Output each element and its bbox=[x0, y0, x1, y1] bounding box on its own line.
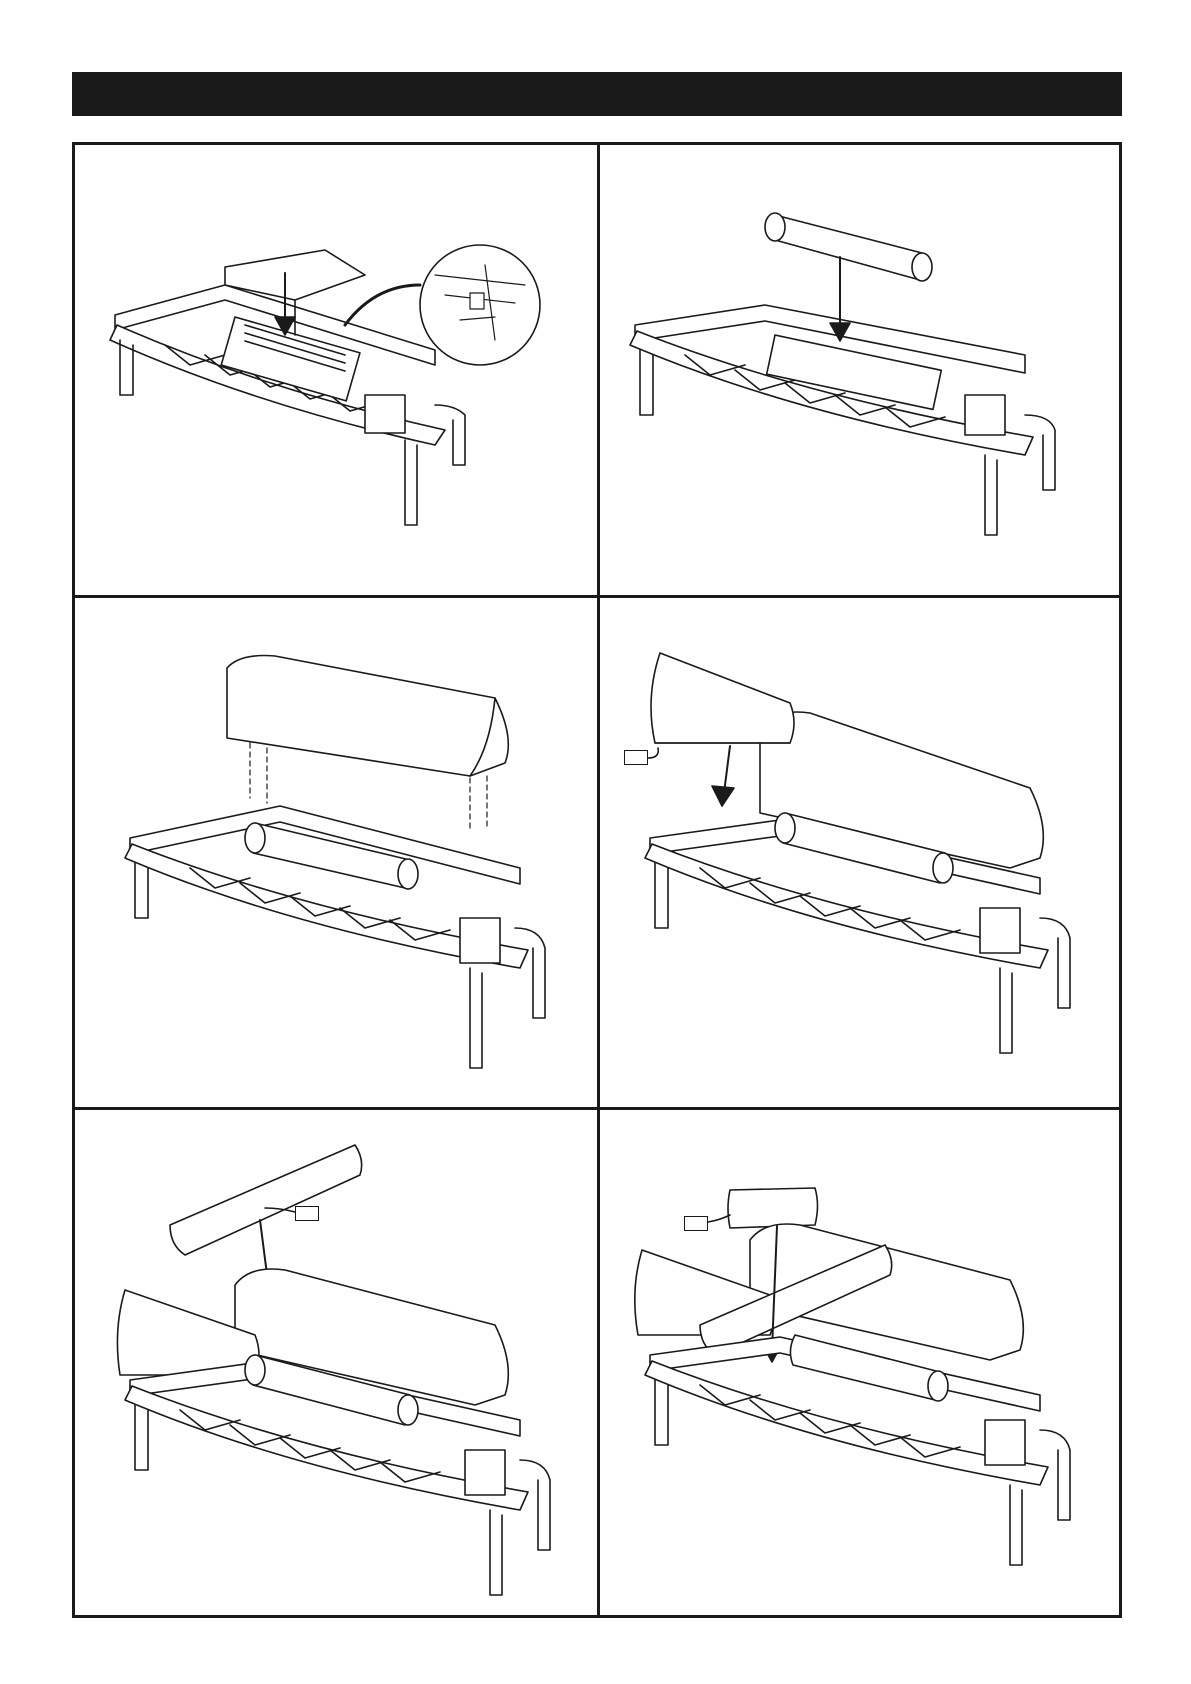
step-6-illustration bbox=[600, 1110, 1119, 1615]
insert-arrow bbox=[724, 746, 730, 793]
step-panel-6 bbox=[600, 1110, 1119, 1615]
side-panel-piece bbox=[651, 653, 794, 743]
small-log-piece bbox=[728, 1188, 818, 1228]
instruction-grid bbox=[72, 142, 1122, 1618]
step-4-illustration bbox=[600, 598, 1119, 1107]
top-log-piece bbox=[170, 1145, 362, 1255]
step-panel-4 bbox=[600, 598, 1119, 1107]
fire-grate bbox=[630, 305, 1055, 535]
step-3-illustration bbox=[75, 598, 597, 1107]
cover-shell bbox=[227, 656, 508, 777]
detail-leader bbox=[345, 285, 420, 325]
step-2-illustration bbox=[600, 145, 1119, 595]
step-panel-3 bbox=[75, 598, 597, 1107]
step-6-callout bbox=[684, 1216, 708, 1231]
callout-leader bbox=[708, 1215, 730, 1222]
log-cylinder bbox=[765, 213, 932, 281]
step-panel-5 bbox=[75, 1110, 597, 1615]
callout-leader bbox=[648, 748, 658, 758]
step-5-callout bbox=[295, 1206, 319, 1221]
step-5-illustration bbox=[75, 1110, 597, 1615]
header-bar bbox=[72, 72, 1122, 116]
step-1-illustration bbox=[75, 145, 597, 595]
step-panel-1 bbox=[75, 145, 597, 595]
step-4-callout bbox=[624, 750, 648, 765]
step-panel-2 bbox=[600, 145, 1119, 595]
